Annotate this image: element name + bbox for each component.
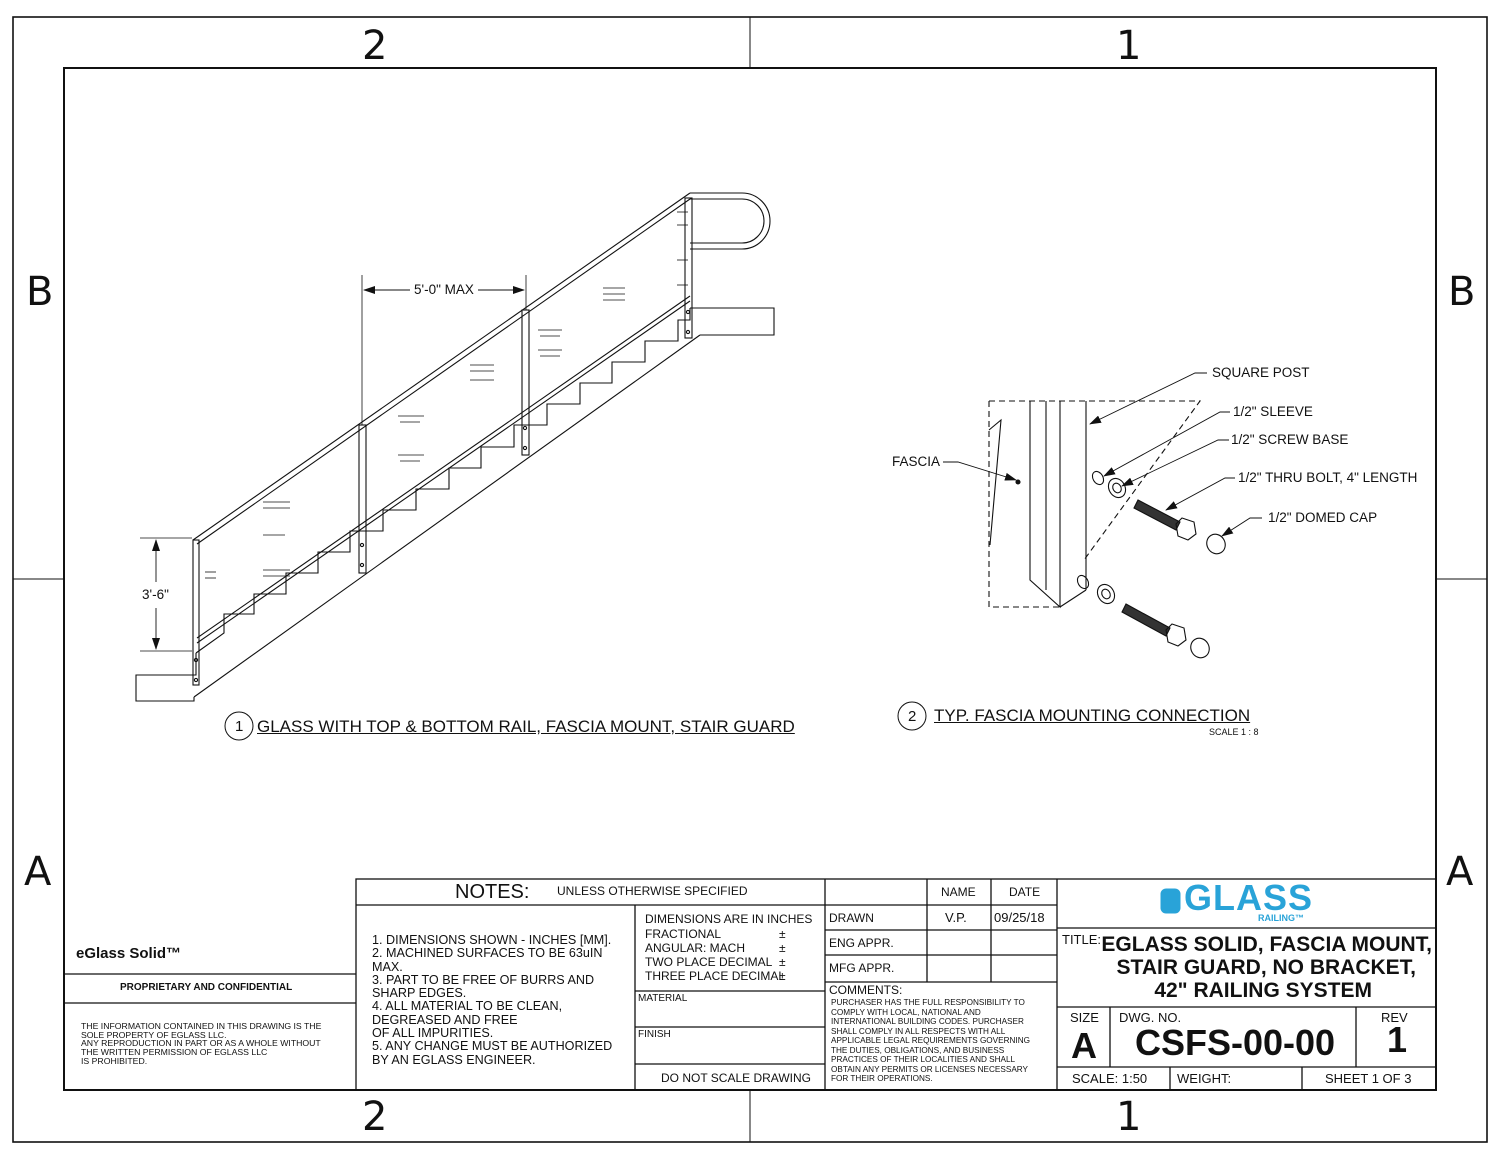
proprietary-label: PROPRIETARY AND CONFIDENTIAL <box>120 982 293 993</box>
logo-text: GLASS <box>1184 877 1314 918</box>
tolerance-pm: ± <box>779 927 786 941</box>
notes-body: 1. DIMENSIONS SHOWN - INCHES [MM]. 2. MA… <box>372 933 613 1067</box>
zone-label: A <box>24 849 52 895</box>
dwg-no-label: DWG. NO. <box>1119 1010 1182 1025</box>
view1-title: GLASS WITH TOP & BOTTOM RAIL, FASCIA MOU… <box>257 717 795 736</box>
logo-subtext: RAILING™ <box>1258 913 1304 923</box>
dimension-height-label: 3'-6" <box>142 587 169 602</box>
size-label: SIZE <box>1070 1010 1099 1025</box>
comments-label: COMMENTS: <box>829 983 903 997</box>
zone-label: A <box>1446 849 1474 895</box>
tolerance-row: TWO PLACE DECIMAL <box>645 955 773 969</box>
upper-bolt-assembly <box>1091 470 1226 555</box>
title-block-grid <box>64 878 1437 1091</box>
title-line-1: EGLASS SOLID, FASCIA MOUNT, <box>1101 933 1432 956</box>
weight-label: WEIGHT: <box>1177 1071 1232 1086</box>
zone-label: B <box>1448 269 1476 315</box>
scale-value: SCALE: 1:50 <box>1072 1071 1148 1086</box>
zone-label: 1 <box>1116 23 1142 69</box>
sheet-value: SHEET 1 OF 3 <box>1325 1071 1412 1086</box>
rev-value: 1 <box>1387 1019 1408 1060</box>
title-line-2: STAIR GUARD, NO BRACKET, <box>1116 956 1416 979</box>
tolerance-pm: ± <box>779 969 786 983</box>
do-not-scale-label: DO NOT SCALE DRAWING <box>661 1071 812 1085</box>
size-value: A <box>1071 1025 1097 1066</box>
view2-title: TYP. FASCIA MOUNTING CONNECTION <box>934 706 1251 725</box>
view2-scale: SCALE 1 : 8 <box>1209 727 1259 737</box>
col-name-header: NAME <box>941 885 976 899</box>
callout-square-post: SQUARE POST <box>1212 365 1310 380</box>
dwg-no-value: CSFS-00-00 <box>1135 1022 1336 1063</box>
callout-thru-bolt: 1/2" THRU BOLT, 4" LENGTH <box>1238 470 1418 485</box>
notes-heading: NOTES: <box>455 881 530 903</box>
tolerance-row: THREE PLACE DECIMAL <box>645 969 786 983</box>
logo-mark <box>1160 888 1181 914</box>
zone-label: 2 <box>362 23 388 69</box>
view2-number: 2 <box>908 708 917 725</box>
fascia-connection-view <box>943 372 1262 659</box>
approval-label: MFG APPR. <box>829 961 895 975</box>
zone-label: 1 <box>1116 1094 1142 1140</box>
zone-label: B <box>26 269 54 315</box>
proprietary-disclaimer: THE INFORMATION CONTAINED IN THIS DRAWIN… <box>81 1021 322 1066</box>
product-name: eGlass Solid™ <box>76 945 182 962</box>
comments-text: PURCHASER HAS THE FULL RESPONSIBILITY TO… <box>831 998 1030 1083</box>
approval-label: ENG APPR. <box>829 936 894 950</box>
callout-fascia: FASCIA <box>892 454 941 469</box>
callout-domed-cap: 1/2" DOMED CAP <box>1268 510 1378 525</box>
tolerance-pm: ± <box>779 941 786 955</box>
view1-number: 1 <box>235 718 244 735</box>
col-date-header: DATE <box>1009 885 1041 899</box>
tolerance-pm: ± <box>779 955 786 969</box>
callout-sleeve: 1/2" SLEEVE <box>1233 404 1313 419</box>
rev-label: REV <box>1381 1010 1408 1025</box>
view1-number-circle <box>224 711 254 741</box>
dimension-span-label: 5'-0" MAX <box>414 282 474 297</box>
view2-number-circle <box>897 701 927 731</box>
title-line-3: 42" RAILING SYSTEM <box>1154 979 1372 1002</box>
title-label: TITLE: <box>1062 932 1102 947</box>
approval-label: DRAWN <box>829 911 874 925</box>
finish-label: FINISH <box>638 1029 671 1040</box>
approval-name: V.P. <box>945 910 967 925</box>
lower-bolt-assembly <box>1076 574 1210 659</box>
stair-guard-view <box>135 192 775 702</box>
zone-label: 2 <box>362 1094 388 1140</box>
callout-screw-base: 1/2" SCREW BASE <box>1231 432 1349 447</box>
approval-date: 09/25/18 <box>994 910 1045 925</box>
notes-subheading: UNLESS OTHERWISE SPECIFIED <box>557 884 748 898</box>
tolerance-row: FRACTIONAL <box>645 927 722 941</box>
tolerance-row: ANGULAR: MACH <box>645 941 746 955</box>
material-label: MATERIAL <box>638 993 688 1004</box>
tolerance-header: DIMENSIONS ARE IN INCHES <box>645 912 813 926</box>
